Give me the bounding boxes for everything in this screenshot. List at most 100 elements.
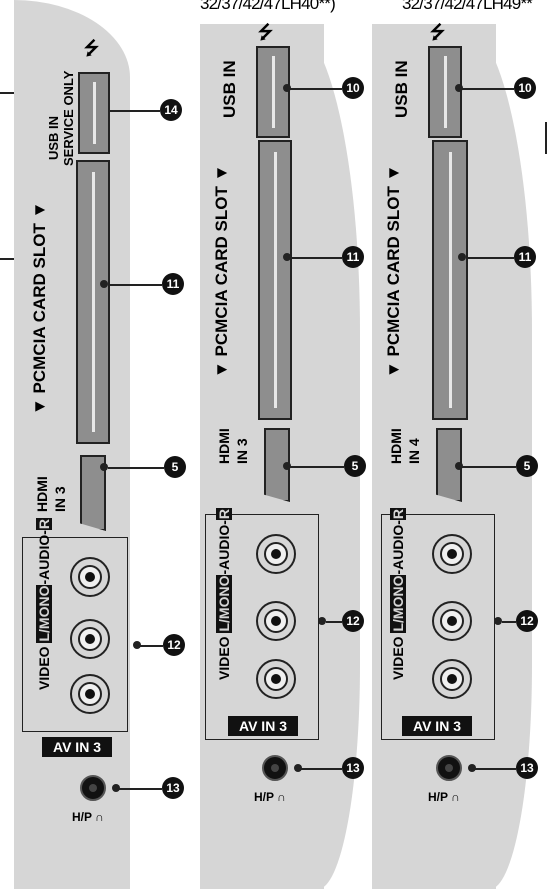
audio-r-jack[interactable] bbox=[70, 557, 110, 597]
headphone-jack[interactable] bbox=[436, 755, 462, 781]
leader-line bbox=[290, 466, 344, 468]
left-edge-line-top bbox=[0, 92, 24, 94]
video-label: VIDEO bbox=[36, 642, 52, 690]
headphone-label: H/P ∩ bbox=[428, 790, 460, 804]
audio-l-jack[interactable] bbox=[256, 601, 296, 641]
left-edge-line-bottom bbox=[0, 258, 18, 260]
callout-badge: 12 bbox=[342, 610, 364, 632]
leader-line bbox=[300, 768, 342, 770]
usb-service-port[interactable] bbox=[78, 72, 110, 154]
lmono-label: L/MONO bbox=[216, 574, 232, 633]
usb-icon: ⭍ bbox=[258, 22, 273, 42]
callout-badge: 11 bbox=[342, 246, 364, 268]
video-label: VIDEO bbox=[216, 632, 232, 680]
leader-dot bbox=[112, 784, 120, 792]
headphone-label: H/P ∩ bbox=[254, 790, 286, 804]
r-label: R bbox=[36, 517, 52, 531]
leader-line bbox=[108, 110, 160, 112]
leader-line bbox=[108, 467, 164, 469]
headphone-jack[interactable] bbox=[80, 775, 106, 801]
leader-dot bbox=[100, 463, 108, 471]
pcmcia-card-slot[interactable] bbox=[258, 140, 292, 420]
av-audio-label: VIDEO L/MONO-AUDIO-R bbox=[36, 517, 52, 690]
leader-line bbox=[326, 621, 342, 623]
pcmcia-label: ▼ PCMCIA CARD SLOT ▼ bbox=[30, 201, 49, 415]
usb-port[interactable] bbox=[428, 46, 462, 138]
av-input-group bbox=[205, 514, 319, 740]
leader-dot bbox=[294, 764, 302, 772]
av-in-label: AV IN 3 bbox=[402, 716, 472, 736]
video-jack[interactable] bbox=[432, 659, 472, 699]
video-jack[interactable] bbox=[256, 659, 296, 699]
leader-line bbox=[108, 284, 162, 286]
headphone-jack[interactable] bbox=[262, 755, 288, 781]
headphone-icon: ∩ bbox=[451, 790, 460, 804]
callout-badge: 11 bbox=[514, 246, 536, 268]
r-label: R bbox=[216, 507, 232, 521]
hp-text: H/P bbox=[428, 790, 448, 804]
callout-badge: 12 bbox=[163, 634, 185, 656]
leader-line bbox=[290, 88, 342, 90]
callout-badge: 11 bbox=[162, 273, 184, 295]
usb-icon: ⭍ bbox=[430, 22, 445, 42]
lmono-label: L/MONO bbox=[390, 574, 406, 633]
r-label: R bbox=[390, 507, 406, 521]
leader-line bbox=[474, 768, 516, 770]
audio-r-jack[interactable] bbox=[256, 534, 296, 574]
leader-line bbox=[462, 466, 516, 468]
audio-label: -AUDIO- bbox=[36, 530, 52, 585]
leader-dot bbox=[283, 84, 291, 92]
callout-badge: 5 bbox=[516, 455, 538, 477]
callout-badge: 14 bbox=[160, 99, 182, 121]
leader-dot bbox=[283, 253, 291, 261]
av-in-label: AV IN 3 bbox=[42, 737, 112, 757]
pcmcia-label: ▼ PCMCIA CARD SLOT ▼ bbox=[384, 164, 403, 378]
hdmi-label-line2: IN 4 bbox=[406, 438, 422, 464]
leader-dot bbox=[458, 253, 466, 261]
callout-badge: 10 bbox=[514, 77, 536, 99]
pcmcia-label: ▼ PCMCIA CARD SLOT ▼ bbox=[212, 164, 231, 378]
av-input-group bbox=[22, 537, 128, 732]
audio-l-jack[interactable] bbox=[432, 601, 472, 641]
usb-in-label: USB IN bbox=[220, 60, 239, 118]
lmono-label: L/MONO bbox=[36, 584, 52, 643]
headphone-icon: ∩ bbox=[277, 790, 286, 804]
hdmi-label-line1: HDMI bbox=[388, 428, 404, 464]
callout-badge: 12 bbox=[516, 610, 538, 632]
model-header-right: 32/37/42/47LH49** bbox=[402, 0, 533, 13]
leader-dot bbox=[283, 462, 291, 470]
leader-line bbox=[466, 257, 514, 259]
leader-line bbox=[137, 645, 163, 647]
leader-dot bbox=[318, 617, 326, 625]
headphone-label: H/P ∩ bbox=[72, 810, 104, 824]
usb-service-label-line2: SERVICE ONLY bbox=[61, 70, 76, 166]
pcmcia-card-slot[interactable] bbox=[76, 160, 110, 444]
usb-port[interactable] bbox=[256, 46, 290, 138]
headphone-icon: ∩ bbox=[95, 810, 104, 824]
hdmi-label-line2: IN 3 bbox=[234, 438, 250, 464]
hdmi-label-line1: HDMI bbox=[216, 428, 232, 464]
leader-dot bbox=[468, 764, 476, 772]
usb-icon: ⭍ bbox=[84, 38, 99, 58]
hp-text: H/P bbox=[72, 810, 92, 824]
av-audio-label: VIDEO L/MONO-AUDIO-R bbox=[216, 507, 232, 680]
video-label: VIDEO bbox=[390, 632, 406, 680]
model-header-middle: 32/37/42/47LH40**) bbox=[200, 0, 336, 13]
callout-badge: 13 bbox=[162, 777, 184, 799]
av-input-group bbox=[381, 514, 495, 740]
right-edge-marker bbox=[545, 122, 547, 154]
leader-line bbox=[118, 788, 162, 790]
hdmi-label-line2: IN 3 bbox=[52, 486, 68, 512]
usb-service-label-line1: USB IN bbox=[46, 115, 61, 160]
audio-l-jack[interactable] bbox=[70, 619, 110, 659]
leader-dot bbox=[455, 462, 463, 470]
usb-in-label: USB IN bbox=[392, 60, 411, 118]
audio-r-jack[interactable] bbox=[432, 534, 472, 574]
callout-badge: 10 bbox=[342, 77, 364, 99]
leader-dot bbox=[494, 617, 502, 625]
hdmi-label-line1: HDMI bbox=[34, 476, 50, 512]
callout-badge: 13 bbox=[342, 757, 364, 779]
video-jack[interactable] bbox=[70, 674, 110, 714]
pcmcia-card-slot[interactable] bbox=[432, 140, 468, 420]
av-audio-label: VIDEO L/MONO-AUDIO-R bbox=[390, 507, 406, 680]
